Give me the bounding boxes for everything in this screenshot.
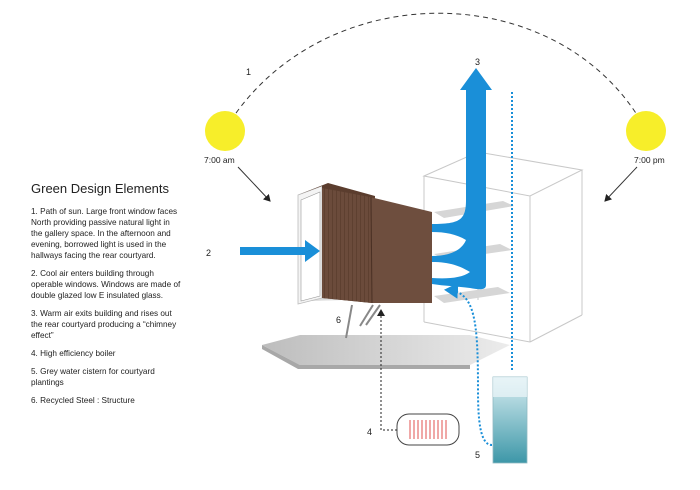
front-volume-main-facade <box>370 197 432 303</box>
recycled-steel-structure <box>345 304 381 339</box>
callout-3: 3 <box>475 57 481 67</box>
legend-item-2: 2. Cool air enters building through oper… <box>31 269 181 300</box>
evening-sun <box>626 111 666 151</box>
callout-4: 4 <box>367 427 373 437</box>
evening-time-label: 7:00 pm <box>634 155 665 165</box>
morning-sun <box>205 111 245 151</box>
callout-1: 1 <box>246 67 252 77</box>
legend-item-4: 4. High efficiency boiler <box>31 349 116 358</box>
legend-item-6: 6. Recycled Steel : Structure <box>31 396 135 405</box>
cool-air-inflow-arrow <box>240 240 320 262</box>
morning-time-label: 7:00 am <box>204 155 235 165</box>
legend-item-3: 3. Warm air exits building and rises out… <box>31 309 177 340</box>
ground-slab-edge <box>262 345 470 369</box>
lower-floor-shelf <box>434 287 510 303</box>
warm-air-chimney-flow <box>432 68 492 290</box>
boiler-heat-riser <box>377 309 397 431</box>
legend-item-1: 1. Path of sun. Large front window faces… <box>31 207 178 260</box>
callout-2: 2 <box>206 248 212 258</box>
evening-sun-ray-arrow <box>604 166 638 202</box>
callout-5: 5 <box>475 450 481 460</box>
boiler-coils <box>409 420 447 439</box>
sun-path-arc <box>225 12 646 129</box>
callout-6: 6 <box>336 315 342 325</box>
ground-slab <box>262 335 510 365</box>
legend-title: Green Design Elements <box>31 181 170 196</box>
legend-item-5: 5. Grey water cistern for courtyard plan… <box>31 367 155 387</box>
front-volume-facade <box>322 188 372 303</box>
legend-panel: Green Design Elements 1. Path of sun. La… <box>31 181 181 413</box>
high-efficiency-boiler <box>396 413 460 446</box>
grey-water-loop <box>444 282 493 446</box>
morning-sun-ray-arrow <box>237 166 271 202</box>
